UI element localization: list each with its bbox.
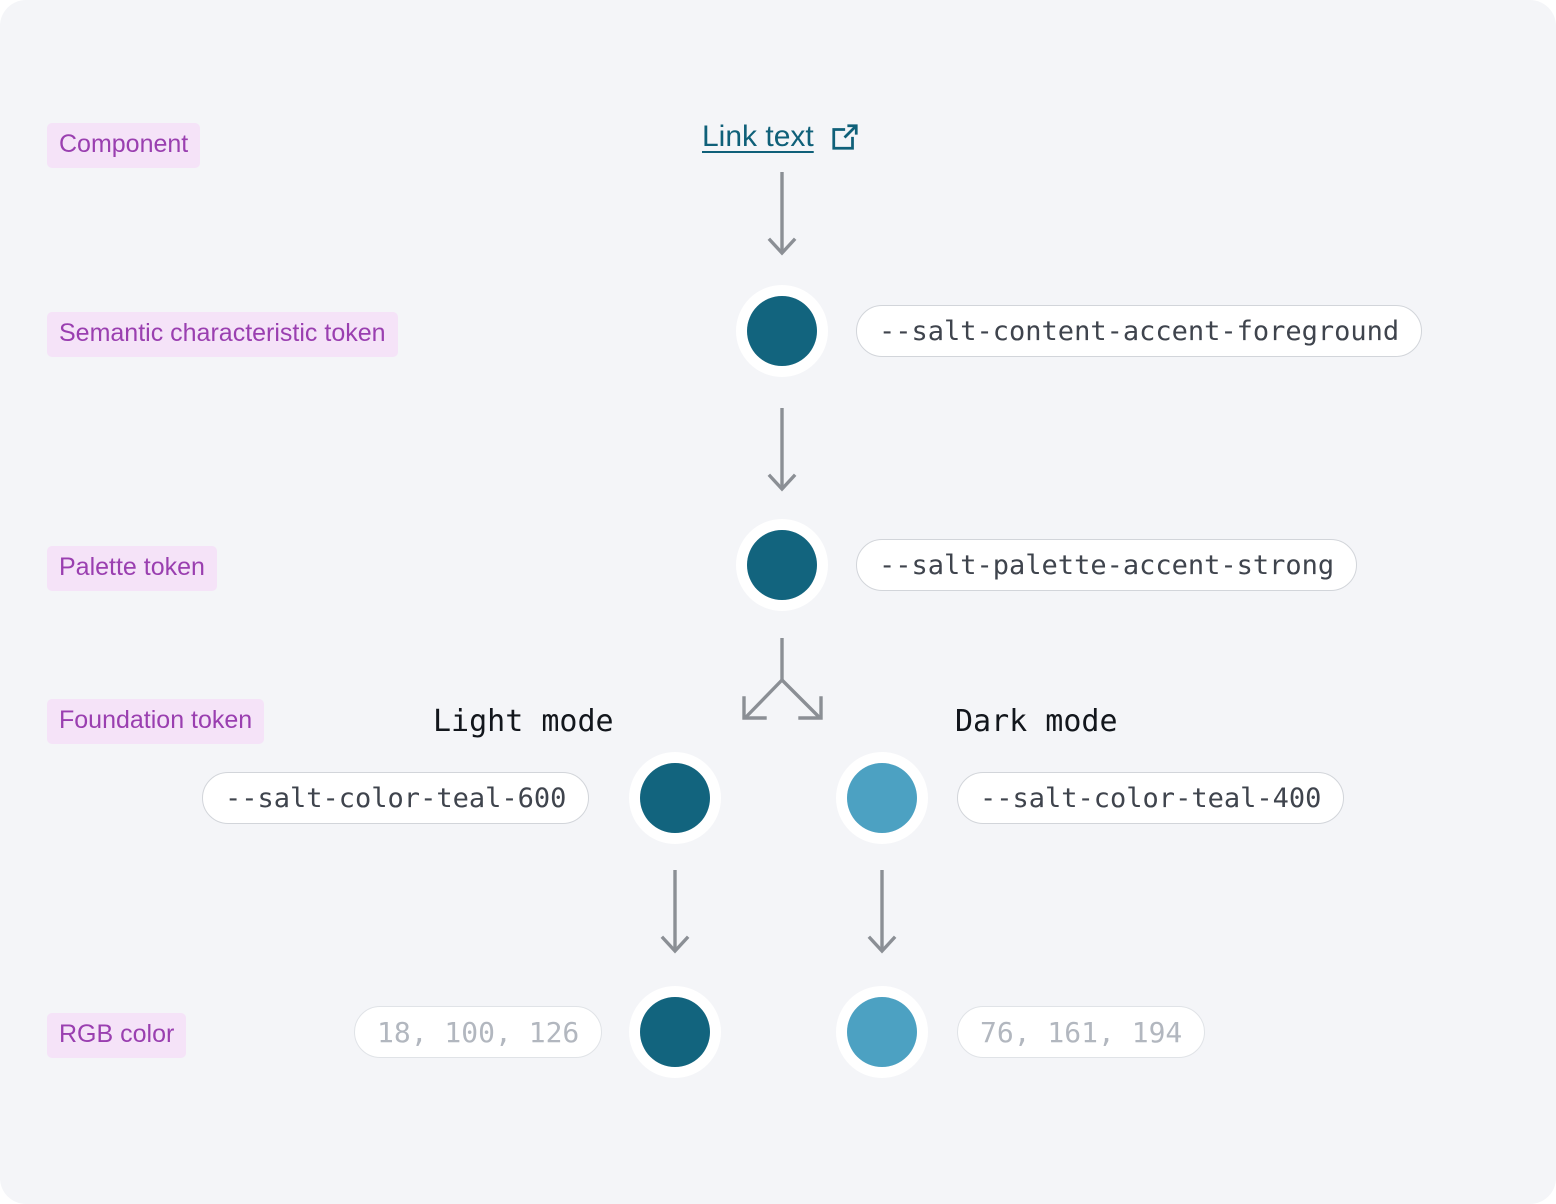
swatch-rgb-dark (836, 986, 928, 1078)
swatch-semantic-token (736, 285, 828, 377)
swatch-foundation-dark (836, 752, 928, 844)
caption-light-mode: Light mode (433, 704, 614, 739)
external-link-icon[interactable] (830, 122, 860, 152)
category-label-palette-token: Palette token (47, 546, 217, 591)
token-pill-palette: --salt-palette-accent-strong (856, 539, 1358, 591)
rgb-pill-dark: 76, 161, 194 (957, 1006, 1206, 1058)
arrow-component-to-semantic (767, 172, 797, 256)
token-pill-foundation-dark: --salt-color-teal-400 (957, 772, 1345, 824)
category-label-rgb-color: RGB color (47, 1013, 187, 1058)
link-text[interactable]: Link text (702, 120, 814, 153)
swatch-rgb-light (629, 986, 721, 1078)
token-pill-foundation-light: --salt-color-teal-600 (202, 772, 590, 824)
arrow-foundation-dark-to-rgb (867, 870, 897, 954)
arrow-foundation-light-to-rgb (660, 870, 690, 954)
swatch-foundation-light (629, 752, 721, 844)
swatch-palette-token (736, 519, 828, 611)
arrow-palette-branch (742, 638, 823, 720)
rgb-pill-light: 18, 100, 126 (354, 1006, 603, 1058)
caption-dark-mode: Dark mode (955, 704, 1118, 739)
category-label-component: Component (47, 123, 201, 168)
arrow-semantic-to-palette (767, 408, 797, 492)
category-label-foundation-token: Foundation token (47, 699, 265, 744)
link-component[interactable]: Link text (702, 120, 860, 154)
token-pill-semantic: --salt-content-accent-foreground (856, 305, 1423, 357)
category-label-semantic-token: Semantic characteristic token (47, 312, 398, 357)
